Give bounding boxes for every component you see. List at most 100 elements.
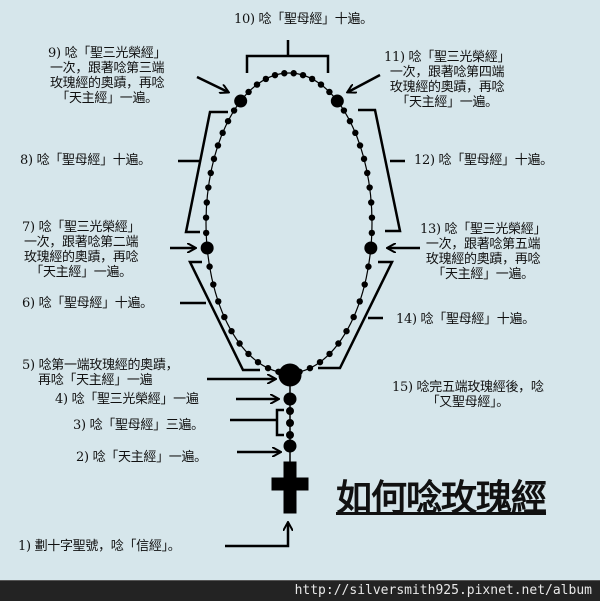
step-9-label: 9) 唸「聖三光榮經」 一次，跟著唸第三端 玫瑰經的奧蹟，再唸 「天主經」一遍。 [48,46,166,106]
step-7-line: 一次，跟著唸第二端 [23,235,139,250]
hail-mary-bead [368,214,376,221]
step-13-line: 13) 唸「聖三光榮經」 [420,222,547,237]
step-11-line: 玫瑰經的奧蹟，再唸 [389,80,505,95]
hail-mary-bead [228,327,235,335]
hail-mary-bead [361,281,368,288]
hail-mary-bead [271,71,279,79]
bracket-14 [318,260,395,370]
hail-mary-bead [221,313,228,321]
hail-mary-bead [230,107,238,114]
step-1-label: 1) 劃十字聖號，唸「信經」。 [18,539,181,554]
hail-mary-bead [215,298,222,305]
arrow-11 [348,73,381,92]
rosary-chain [205,72,373,374]
hail-mary-bead [299,71,307,79]
step-5-label: 5) 唸第一端玫瑰經的奧蹟， 再唸「天主經」一遍 [22,358,179,388]
hail-mary-bead [360,155,368,163]
hail-mary-bead [207,169,214,177]
glory-be-bead [283,392,297,406]
hail-mary-bead [286,431,294,439]
footer-bar: http://silversmith925.pixnet.net/album [0,580,600,601]
hail-mary-bead [364,169,371,177]
hail-mary-bead [245,350,252,358]
step-10-label: 10) 唸「聖母經」十遍。 [234,12,373,27]
hail-mary-bead [340,107,348,114]
bracket-10 [245,54,330,73]
hail-mary-bead [352,129,359,137]
centerpiece-bead [278,363,302,387]
step-15-line: 「又聖母經」。 [426,395,510,410]
brackets [178,40,405,437]
our-father-bead [364,241,378,255]
hail-mary-bead [245,88,252,96]
hail-mary-bead [356,298,363,305]
step-15-line: 15) 唸完五端玫瑰經後，唸 [392,380,544,395]
rosary-beads [200,70,378,375]
hail-mary-bead [308,75,316,83]
hail-mary-bead [286,419,294,427]
hail-mary-bead [286,407,294,415]
arrows [170,73,420,548]
step-7-label: 7) 唸「聖三光榮經」 一次，跟著唸第二端 玫瑰經的奧蹟，再唸 「天主經」一遍。 [22,220,140,280]
step-7-line: 玫瑰經的奧蹟，再唸 [23,250,139,265]
step-13-line: 「天主經」一遍。 [432,267,534,282]
hail-mary-bead [224,117,232,125]
step-13-line: 一次，跟著唸第五端 [425,237,541,252]
hail-mary-bead [203,199,210,206]
step-3-label: 3) 唸「聖母經」三遍。 [73,418,204,433]
step-14-label: 14) 唸「聖母經」十遍。 [396,312,535,327]
step-7-line: 7) 唸「聖三光榮經」 [22,220,141,235]
hail-mary-bead [365,263,372,270]
hail-mary-bead [206,263,213,270]
hail-mary-bead [210,281,217,288]
our-father-bead [200,241,214,255]
pendant [271,363,309,514]
step-13-label: 13) 唸「聖三光榮經」 一次，跟著唸第五端 玫瑰經的奧蹟，再唸 「天主經」一遍… [420,222,546,282]
hail-mary-bead [202,214,210,221]
step-9-line: 一次，跟著唸第三端 [49,61,165,76]
step-11-line: 一次，跟著唸第四端 [389,65,505,80]
arrow-9 [196,75,228,92]
hail-mary-bead [253,81,261,88]
bracket-8 [184,110,228,234]
step-11-line: 「天主經」一遍。 [396,95,498,110]
page-title: 如何唸玫瑰經 [336,477,547,519]
step-9-line: 9) 唸「聖三光榮經」 [48,46,167,61]
hail-mary-bead [254,358,262,366]
hail-mary-bead [281,70,288,77]
footer-url[interactable]: http://silversmith925.pixnet.net/album [294,583,592,598]
cross-bar [271,477,309,491]
step-9-line: 玫瑰經的奧蹟，再唸 [49,76,165,91]
step-15-label: 15) 唸完五端玫瑰經後，唸 「又聖母經」。 [392,380,544,410]
bracket-12 [358,108,402,233]
hail-mary-bead [326,350,333,358]
our-father-bead [330,94,344,108]
arrow-1 [225,523,288,548]
step-13-line: 玫瑰經的奧蹟，再唸 [425,252,541,267]
hail-mary-bead [366,184,373,191]
hail-mary-bead [356,142,364,149]
hail-mary-bead [202,229,210,237]
hail-mary-bead [316,358,324,366]
hail-mary-bead [264,364,272,372]
step-5-line: 再唸「天主經」一遍 [38,373,153,388]
step-6-label: 6) 唸「聖母經」十遍。 [22,296,153,311]
step-8-label: 8) 唸「聖母經」十遍。 [20,153,151,168]
bracket-6 [187,260,260,372]
hail-mary-bead [350,313,357,321]
step-9-line: 「天主經」一遍。 [56,91,158,106]
hail-mary-bead [236,340,243,347]
hail-mary-bead [262,75,270,83]
hail-mary-bead [317,81,325,88]
hail-mary-bead [219,129,226,137]
hail-mary-bead [368,199,375,206]
hail-mary-bead [214,142,222,149]
step-7-line: 「天主經」一遍。 [30,265,132,280]
hail-mary-bead [210,155,218,163]
our-father-bead [283,439,297,453]
our-father-bead [234,94,248,108]
bracket-3 [275,408,284,437]
hail-mary-bead [306,364,314,372]
hail-mary-bead [343,327,350,335]
